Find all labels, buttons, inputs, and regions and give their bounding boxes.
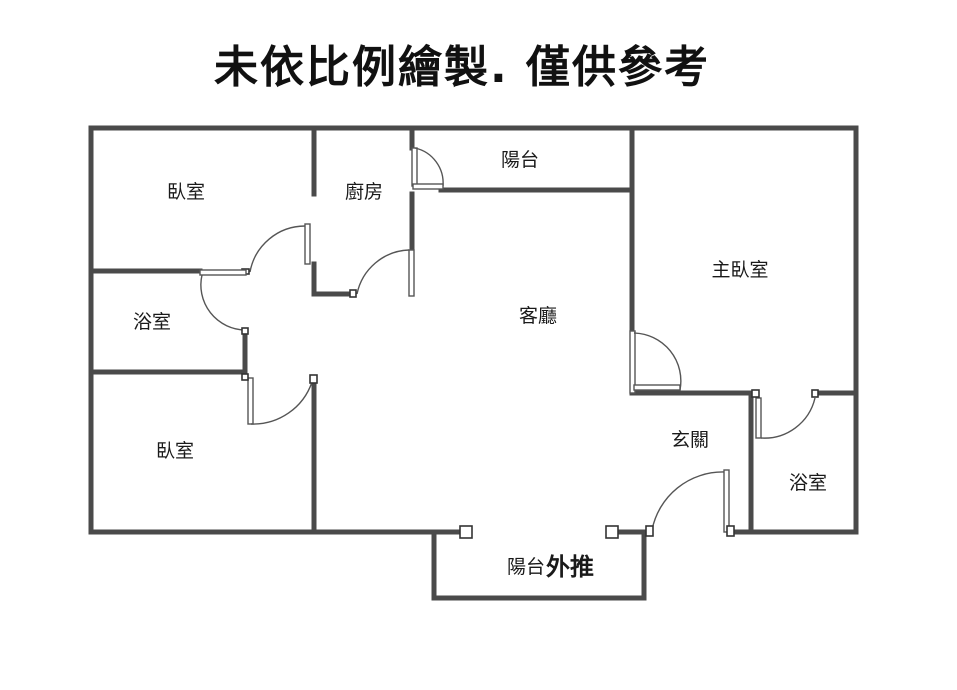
label-bathroom-right: 浴室: [789, 472, 827, 494]
label-balcony-bottom-note: 外推: [546, 553, 594, 581]
balcony-bottom-wall: [431, 534, 647, 601]
door-balcony-top: [411, 147, 444, 190]
plan-title: 未依比例繪製. 僅供參考: [214, 42, 710, 93]
walls: [88, 125, 859, 601]
label-kitchen: 廚房: [345, 180, 383, 203]
label-master-bedroom: 主臥室: [711, 259, 768, 281]
label-bedroom-top: 臥室: [167, 181, 205, 203]
label-foyer: 玄關: [671, 429, 709, 451]
balcony-opening-posts: [459, 525, 619, 539]
door-bathroom-right: [751, 389, 819, 439]
label-balcony-top: 陽台: [501, 149, 539, 171]
label-balcony-bottom: 陽台: [507, 556, 545, 578]
door-bedroom-bottom: [241, 373, 318, 425]
label-bedroom-bottom: 臥室: [156, 440, 194, 462]
wall-kitchen-lower: [311, 261, 355, 297]
door-kitchen: [349, 249, 415, 298]
label-bathroom-left: 浴室: [133, 311, 171, 333]
door-entrance: [645, 469, 735, 537]
label-living-room: 客廳: [519, 305, 557, 327]
door-bedroom-top: [241, 223, 311, 275]
doors: [199, 147, 819, 539]
door-master-bedroom: [629, 330, 682, 394]
room-labels: 臥室 廚房 陽台 主臥室 浴室 客廳 臥室 玄關 浴室 陽台 外推: [133, 149, 827, 581]
door-bathroom-left: [199, 269, 249, 335]
